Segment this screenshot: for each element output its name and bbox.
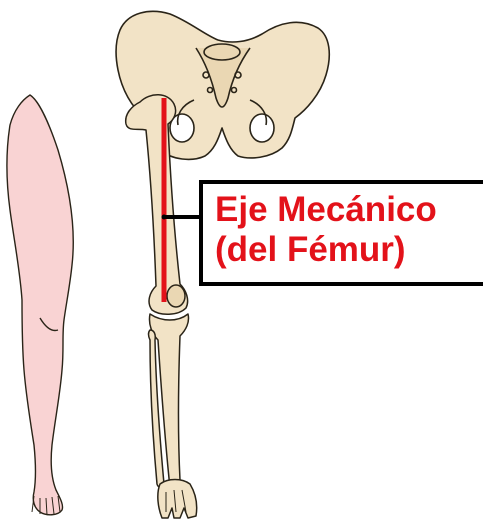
axis-label-line1: Eje Mecánico (215, 191, 437, 229)
axis-label-line2: (del Fémur) (215, 231, 406, 269)
axis-label-box: Eje Mecánico (del Fémur) (199, 180, 483, 286)
leg-silhouette-illustration (7, 95, 73, 515)
